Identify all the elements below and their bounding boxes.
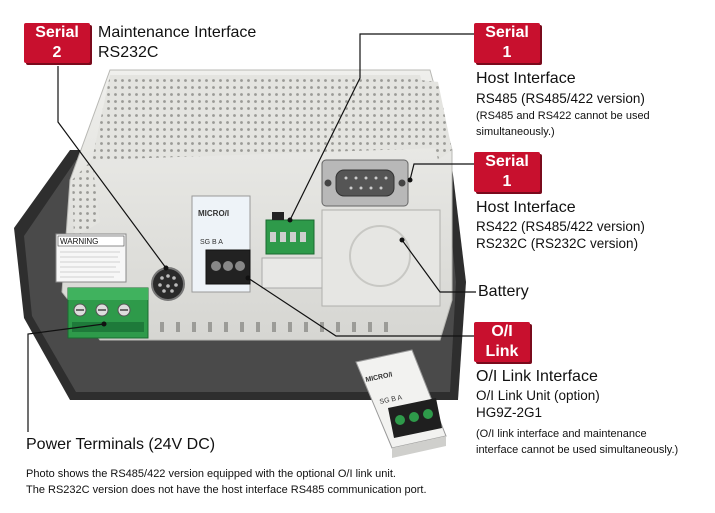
oi-link-tag-line2: Link <box>485 343 519 360</box>
leader-battery <box>401 239 476 293</box>
block-pins: SG B A <box>200 239 223 246</box>
oi-link-tag: O/I Link <box>474 322 530 362</box>
maintenance-port <box>151 267 185 301</box>
host1-line1: RS485 (RS485/422 version) <box>476 91 645 106</box>
oi-line1: O/I Link Unit (option) <box>476 388 600 403</box>
host1-note1: (RS485 and RS422 cannot be used <box>476 110 650 122</box>
battery-cover <box>321 209 441 307</box>
host2-line1: RS422 (RS485/422 version) <box>476 219 645 234</box>
serial2-tag-line2: 2 <box>52 44 62 61</box>
brand-label: MICRO/I <box>198 209 229 218</box>
serial1-mid-tag-line2: 1 <box>502 173 512 190</box>
leader-host-rs422 <box>409 163 474 181</box>
oi-note1: (O/I link interface and maintenance <box>476 428 647 440</box>
host1-note2: simultaneously.) <box>476 126 555 138</box>
oi-note2: interface cannot be used simultaneously.… <box>476 444 679 456</box>
footer-line2: The RS232C version does not have the hos… <box>26 484 427 496</box>
serial1-mid-tag: Serial 1 <box>474 152 540 192</box>
footer-line1: Photo shows the RS485/422 version equipp… <box>26 468 396 480</box>
serial1-top-tag: Serial 1 <box>474 23 540 63</box>
serial2-tag-line1: Serial <box>35 24 79 41</box>
battery-label: Battery <box>478 283 529 300</box>
host1-title: Host Interface <box>476 70 576 87</box>
leader-power <box>27 323 105 432</box>
maintenance-sub: RS232C <box>98 44 159 61</box>
serial2-tag: Serial 2 <box>24 23 90 63</box>
warning-text: WARNING <box>60 237 98 246</box>
oi-link-unit: MICRO/I SG B A <box>355 349 447 458</box>
leader-maintenance <box>57 66 167 269</box>
oi-line2: HG9Z-2G1 <box>476 405 543 420</box>
serial1-top-tag-line2: 1 <box>502 44 512 61</box>
leader-oi-link <box>247 277 476 337</box>
host2-line2: RS232C (RS232C version) <box>476 236 639 251</box>
oi-link-tag-line1: O/I <box>491 323 513 340</box>
oi-title: O/I Link Interface <box>476 368 598 385</box>
maintenance-title: Maintenance Interface <box>98 24 257 41</box>
leader-host-rs485 <box>289 33 474 221</box>
left-vent <box>72 160 100 238</box>
power-label: Power Terminals (24V DC) <box>26 436 216 453</box>
serial1-top-tag-line1: Serial <box>485 24 529 41</box>
unit-pins: SG B A <box>379 394 403 406</box>
host2-title: Host Interface <box>476 199 576 216</box>
right-vent <box>420 80 452 160</box>
top-vent <box>92 75 440 160</box>
serial1-mid-tag-line1: Serial <box>485 153 529 170</box>
